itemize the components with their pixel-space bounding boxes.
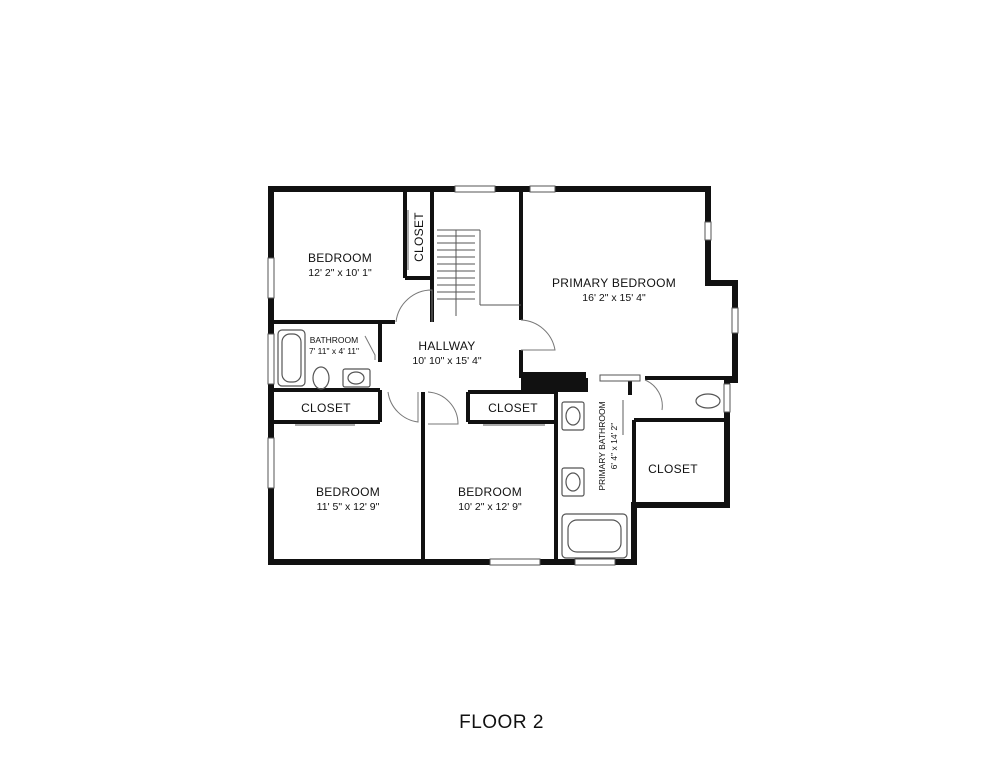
floor-title: FLOOR 2 xyxy=(459,712,544,733)
room-name-hallway: HALLWAY xyxy=(418,339,475,353)
room-name-closet-mid: CLOSET xyxy=(488,401,538,415)
staircase xyxy=(437,229,521,316)
room-name-bathroom: BATHROOM xyxy=(310,335,358,345)
room-dims-primary-bathroom: 6' 4" x 14' 2" xyxy=(609,423,619,470)
room-dims-bedroom-s: 10' 2" x 12' 9" xyxy=(458,501,522,513)
bathtub xyxy=(277,329,306,387)
room-name-closet-nw: CLOSET xyxy=(412,212,426,262)
room-name-bedroom-nw: BEDROOM xyxy=(308,251,372,265)
room-name-bedroom-s: BEDROOM xyxy=(458,485,522,499)
toilet xyxy=(695,393,721,409)
bathtub xyxy=(561,513,628,559)
room-name-primary-bathroom: PRIMARY BATHROOM xyxy=(597,401,607,490)
closet-rods xyxy=(295,210,624,435)
sink xyxy=(342,368,371,388)
room-dims-bathroom: 7' 11" x 4' 11" xyxy=(309,346,359,356)
interior-walls xyxy=(271,189,735,562)
windows xyxy=(267,185,739,566)
chimney-block xyxy=(521,372,586,392)
room-dims-bedroom-sw: 11' 5" x 12' 9" xyxy=(317,501,380,513)
room-dims-bedroom-nw: 12' 2" x 10' 1" xyxy=(308,267,372,279)
fixtures xyxy=(277,329,721,559)
room-dims-hallway: 10' 10" x 15' 4" xyxy=(412,355,482,367)
room-name-primary-bedroom: PRIMARY BEDROOM xyxy=(552,276,676,290)
room-name-bedroom-sw: BEDROOM xyxy=(316,485,380,499)
room-name-closet-e: CLOSET xyxy=(648,462,698,476)
room-dims-primary-bedroom: 16' 2" x 15' 4" xyxy=(582,292,646,304)
doors xyxy=(364,289,663,425)
room-labels: BEDROOM 12' 2" x 10' 1" CLOSET PRIMARY B… xyxy=(301,212,698,513)
toilet xyxy=(312,366,330,390)
room-name-closet-w: CLOSET xyxy=(301,401,351,415)
